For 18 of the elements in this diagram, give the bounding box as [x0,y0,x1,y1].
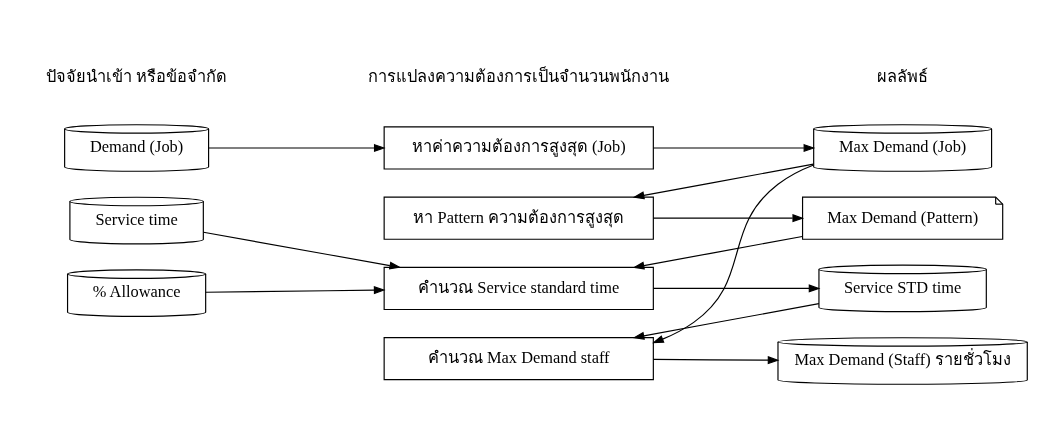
label: ปัจจัยนำเข้า หรือข้อจำกัด [46,67,228,87]
arrow [652,214,805,223]
arrow [652,143,816,153]
label: ผลลัพธ์ [877,67,929,87]
arrow [652,356,780,365]
node-box: หาค่าความต้องการสูงสุด (Job) [383,126,654,170]
arrow [632,303,820,340]
node-box: คำนวณ Service standard time [383,266,654,311]
arrow [632,235,803,270]
node-box: หา Pattern ความต้องการสูงสุด [383,196,654,240]
arrow [202,231,402,270]
arrow [205,286,386,295]
arrow [652,164,815,344]
arrow [652,284,821,293]
label: การแปลงความต้องการเป็นจำนวนพนักงาน [368,67,670,87]
arrow [632,163,815,200]
arrow [208,143,386,153]
node-box: คำนวณ Max Demand staff [383,337,654,381]
